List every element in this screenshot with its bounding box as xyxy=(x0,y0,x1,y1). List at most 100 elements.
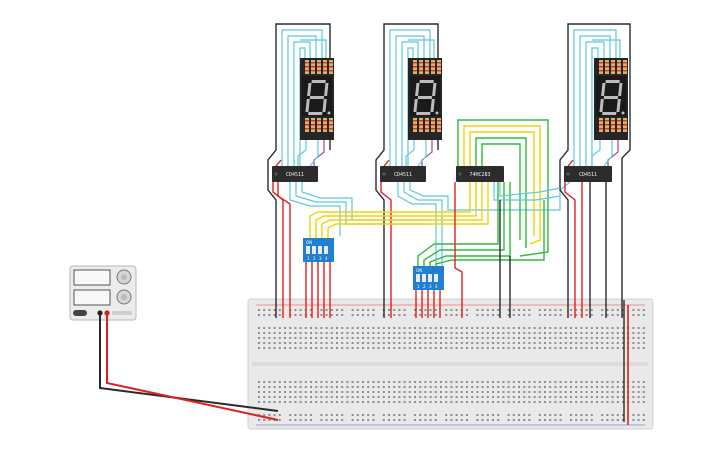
breadboard-hole[interactable] xyxy=(590,337,593,339)
breadboard-hole[interactable] xyxy=(320,401,323,403)
wire-blue-sum-2[interactable] xyxy=(499,182,561,197)
breadboard-hole[interactable] xyxy=(502,391,505,393)
breadboard-hole[interactable] xyxy=(564,347,567,349)
breadboard-hole[interactable] xyxy=(538,414,541,416)
breadboard-hole[interactable] xyxy=(263,337,266,339)
breadboard-hole[interactable] xyxy=(341,337,344,339)
breadboard-hole[interactable] xyxy=(330,347,333,349)
breadboard-hole[interactable] xyxy=(289,347,292,349)
breadboard-hole[interactable] xyxy=(481,396,484,398)
breadboard-hole[interactable] xyxy=(512,386,515,388)
breadboard-hole[interactable] xyxy=(528,337,531,339)
breadboard-hole[interactable] xyxy=(611,314,614,316)
breadboard-hole[interactable] xyxy=(445,419,448,421)
breadboard-hole[interactable] xyxy=(492,391,494,393)
wire-display3-blue-2[interactable] xyxy=(579,35,611,166)
breadboard-hole[interactable] xyxy=(471,391,474,393)
breadboard-hole[interactable] xyxy=(622,347,624,349)
breadboard-hole[interactable] xyxy=(388,309,390,311)
breadboard-hole[interactable] xyxy=(440,347,442,349)
breadboard-hole[interactable] xyxy=(377,386,380,388)
breadboard-hole[interactable] xyxy=(580,419,583,421)
breadboard-hole[interactable] xyxy=(346,391,349,393)
breadboard-hole[interactable] xyxy=(549,337,552,339)
breadboard-hole[interactable] xyxy=(263,347,266,349)
breadboard-hole[interactable] xyxy=(466,309,468,311)
breadboard-hole[interactable] xyxy=(258,401,260,403)
breadboard-hole[interactable] xyxy=(559,314,562,316)
breadboard-hole[interactable] xyxy=(590,401,593,403)
breadboard-hole[interactable] xyxy=(273,401,276,403)
breadboard-hole[interactable] xyxy=(471,342,474,344)
breadboard-hole[interactable] xyxy=(559,419,562,421)
breadboard-hole[interactable] xyxy=(606,401,609,403)
breadboard-hole[interactable] xyxy=(320,337,323,339)
breadboard-hole[interactable] xyxy=(268,396,271,398)
breadboard-hole[interactable] xyxy=(570,314,572,316)
breadboard-hole[interactable] xyxy=(611,347,614,349)
breadboard-hole[interactable] xyxy=(372,309,375,311)
breadboard-hole[interactable] xyxy=(445,342,448,344)
breadboard-hole[interactable] xyxy=(507,386,510,388)
breadboard-hole[interactable] xyxy=(512,414,515,416)
breadboard-hole[interactable] xyxy=(507,347,510,349)
breadboard-hole[interactable] xyxy=(341,327,344,329)
breadboard-hole[interactable] xyxy=(299,391,302,393)
breadboard-hole[interactable] xyxy=(341,419,344,421)
breadboard-hole[interactable] xyxy=(336,419,338,421)
breadboard-hole[interactable] xyxy=(346,396,349,398)
breadboard-hole[interactable] xyxy=(637,419,640,421)
breadboard-hole[interactable] xyxy=(585,419,588,421)
breadboard-hole[interactable] xyxy=(585,414,588,416)
breadboard-hole[interactable] xyxy=(351,327,354,329)
breadboard-hole[interactable] xyxy=(429,381,432,383)
breadboard-hole[interactable] xyxy=(294,332,297,334)
breadboard-hole[interactable] xyxy=(434,327,437,329)
breadboard-hole[interactable] xyxy=(554,337,557,339)
breadboard-hole[interactable] xyxy=(507,314,510,316)
breadboard-hole[interactable] xyxy=(356,314,359,316)
breadboard-hole[interactable] xyxy=(424,342,427,344)
wire-display2-blue-9[interactable] xyxy=(403,182,443,268)
breadboard-hole[interactable] xyxy=(325,347,328,349)
breadboard-hole[interactable] xyxy=(278,327,281,329)
breadboard-hole[interactable] xyxy=(596,401,598,403)
breadboard-hole[interactable] xyxy=(554,342,557,344)
breadboard-hole[interactable] xyxy=(315,327,318,329)
breadboard-hole[interactable] xyxy=(523,419,526,421)
breadboard-hole[interactable] xyxy=(341,309,344,311)
breadboard-hole[interactable] xyxy=(268,386,271,388)
breadboard-hole[interactable] xyxy=(304,386,307,388)
breadboard-hole[interactable] xyxy=(429,401,432,403)
breadboard-hole[interactable] xyxy=(299,419,302,421)
breadboard-hole[interactable] xyxy=(445,401,448,403)
breadboard-hole[interactable] xyxy=(450,332,453,334)
breadboard-hole[interactable] xyxy=(575,347,578,349)
breadboard-hole[interactable] xyxy=(268,347,271,349)
breadboard-hole[interactable] xyxy=(310,309,312,311)
breadboard-hole[interactable] xyxy=(434,347,437,349)
wire-display3-blue-6[interactable] xyxy=(591,140,601,166)
breadboard-hole[interactable] xyxy=(419,401,422,403)
breadboard-hole[interactable] xyxy=(419,309,422,311)
breadboard-hole[interactable] xyxy=(564,391,567,393)
breadboard-hole[interactable] xyxy=(554,391,557,393)
breadboard-hole[interactable] xyxy=(606,381,609,383)
breadboard-hole[interactable] xyxy=(299,386,302,388)
breadboard-hole[interactable] xyxy=(414,414,416,416)
breadboard-hole[interactable] xyxy=(403,347,406,349)
breadboard-hole[interactable] xyxy=(554,314,557,316)
breadboard-hole[interactable] xyxy=(351,391,354,393)
dip-1-toggle-2[interactable] xyxy=(312,246,316,254)
breadboard-hole[interactable] xyxy=(382,347,385,349)
breadboard-hole[interactable] xyxy=(429,327,432,329)
breadboard-hole[interactable] xyxy=(294,337,297,339)
breadboard-hole[interactable] xyxy=(538,314,541,316)
breadboard-hole[interactable] xyxy=(549,401,552,403)
breadboard-hole[interactable] xyxy=(294,401,297,403)
breadboard-hole[interactable] xyxy=(268,327,271,329)
breadboard-hole[interactable] xyxy=(471,332,474,334)
breadboard-hole[interactable] xyxy=(590,342,593,344)
breadboard-hole[interactable] xyxy=(310,401,312,403)
breadboard-hole[interactable] xyxy=(611,332,614,334)
